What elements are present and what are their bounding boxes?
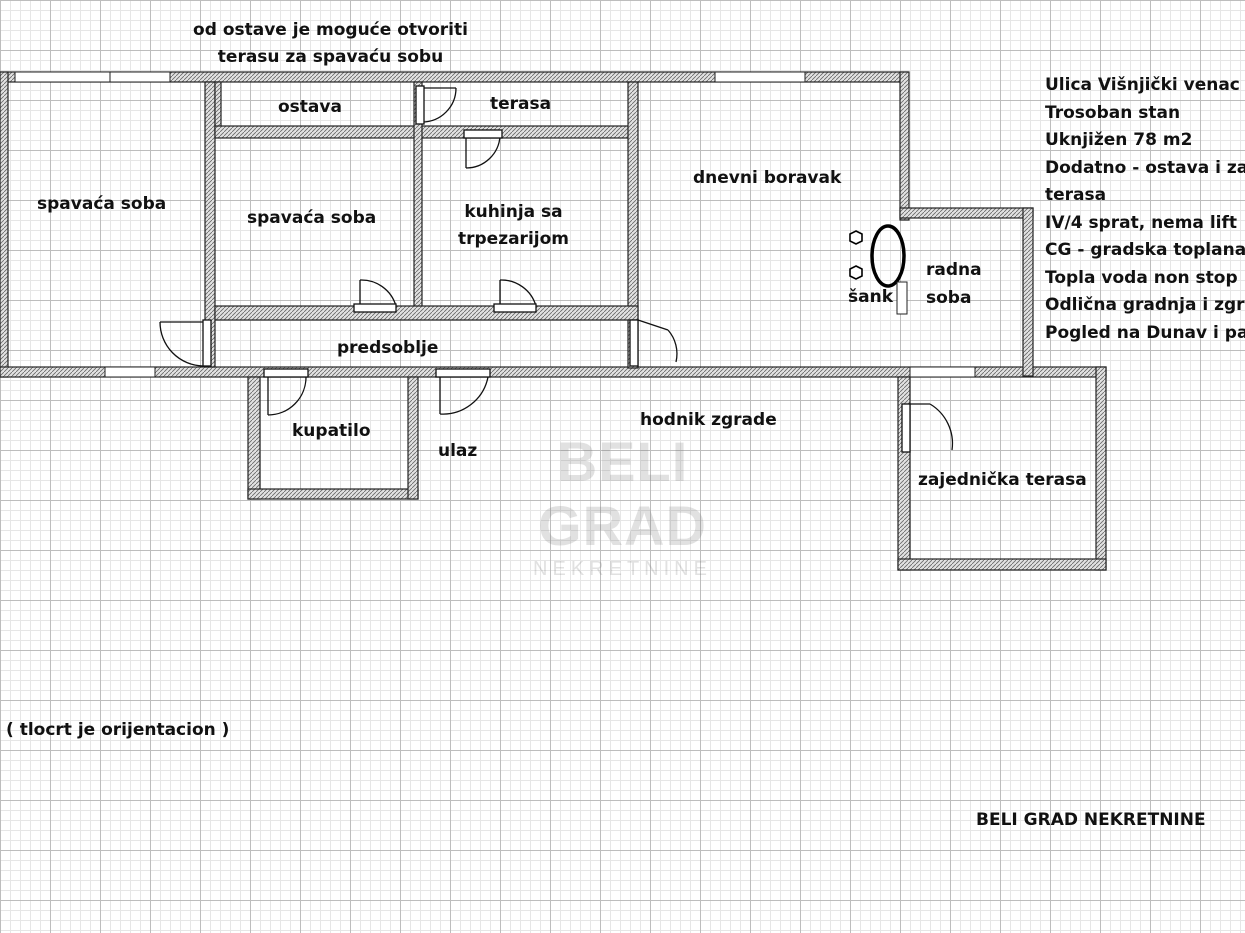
room-label-bathroom: kupatilo <box>292 421 371 441</box>
window <box>109 71 171 83</box>
wall-living-right <box>899 71 910 221</box>
apartment-info: Ulica Višnjički venac Trosoban stan Uknj… <box>1045 72 1245 347</box>
room-label-living-room: dnevni boravak <box>693 168 842 188</box>
watermark-sub: NEKRETNINE <box>533 558 712 580</box>
window <box>104 366 156 378</box>
room-label-bedroom-middle: spavaća soba <box>247 208 377 228</box>
wall-study-top <box>899 207 1034 219</box>
note-line: terasu za spavaću sobu <box>217 47 444 67</box>
room-label-hallway: predsoblje <box>337 338 439 358</box>
wall-bath-bottom <box>247 488 419 500</box>
study-line: radna <box>926 260 982 280</box>
info-line: Topla voda non stop <box>1045 267 1238 288</box>
orientation-note: ( tlocrt je orijentacion ) <box>6 720 230 740</box>
windows <box>14 71 976 378</box>
doors <box>159 85 954 453</box>
window <box>714 71 806 83</box>
info-line: IV/4 sprat, nema lift <box>1045 212 1237 233</box>
room-label-building-corridor: hodnik zgrade <box>640 410 777 430</box>
room-label-kitchen: kuhinja sa trpezarijom <box>446 199 581 253</box>
info-line: CG - gradska toplana <box>1045 240 1245 260</box>
watermark-main: BELI GRAD <box>538 430 707 557</box>
wall-terrace-bottom <box>897 558 1107 571</box>
wall-storage-left <box>214 81 222 133</box>
room-label-study: radna soba <box>926 256 982 312</box>
storage-terrace-note: od ostave je moguće otvoriti terasu za s… <box>188 17 473 71</box>
window <box>909 366 976 378</box>
bar-counter <box>849 224 908 315</box>
room-label-entrance: ulaz <box>438 441 478 461</box>
room-label-bar: šank <box>848 287 893 307</box>
info-line: Ulica Višnjički venac <box>1045 75 1240 95</box>
wall-terrace-right <box>1095 366 1107 571</box>
info-line: Trosoban stan <box>1045 102 1181 123</box>
info-line: Odlična gradnja i zgrada <box>1045 295 1245 315</box>
room-label-shared-terrace: zajednička terasa <box>918 470 1087 490</box>
wall-rooms-bottom <box>214 305 639 321</box>
wall-kitchen-right <box>627 81 639 369</box>
room-label-bedroom-left: spavaća soba <box>37 194 167 214</box>
study-line: soba <box>926 288 972 308</box>
wall-left-outer <box>0 71 9 378</box>
watermark-logo: BELI GRAD NEKRETNINE <box>495 430 750 581</box>
room-label-storage: ostava <box>278 97 342 117</box>
info-line: Uknjižen 78 m2 <box>1045 130 1193 150</box>
info-line: Pogled na Dunav i park <box>1045 322 1245 343</box>
kitchen-line: trpezarijom <box>457 229 569 249</box>
agency-name: BELI GRAD NEKRETNINE <box>976 810 1206 830</box>
room-label-terrace: terasa <box>490 94 552 114</box>
window <box>14 71 111 83</box>
info-line: terasa <box>1045 185 1107 205</box>
kitchen-line: kuhinja sa <box>464 202 563 222</box>
wall-bath-left <box>247 376 261 500</box>
note-line: od ostave je moguće otvoriti <box>193 20 468 40</box>
wall-bedroom-left-right <box>204 81 216 368</box>
wall-study-right <box>1022 207 1034 377</box>
wall-bath-right <box>407 376 419 500</box>
info-line: Dodatno - ostava i zajednička <box>1045 157 1245 178</box>
